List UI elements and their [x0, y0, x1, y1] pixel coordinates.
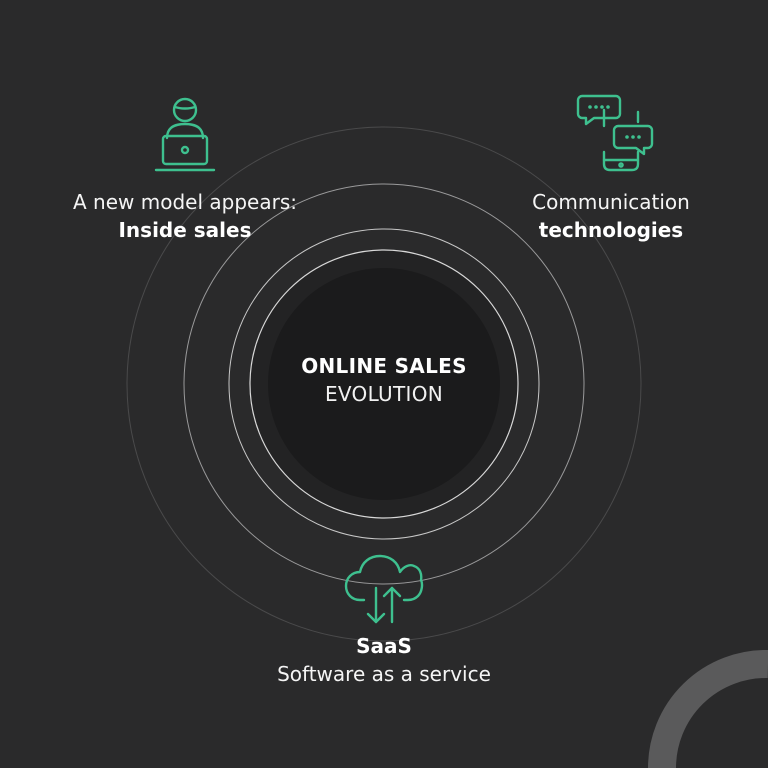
item-communication-line1: Communication — [532, 190, 690, 214]
center-label: ONLINE SALES EVOLUTION — [234, 352, 534, 408]
item-communication-line2: technologies — [538, 218, 684, 242]
item-saas-line1: SaaS — [356, 634, 412, 658]
center-title: ONLINE SALES — [301, 354, 467, 378]
center-subtitle: EVOLUTION — [324, 382, 443, 406]
outer-ring — [126, 126, 642, 642]
person-laptop-icon — [154, 97, 216, 172]
item-communication: Communication technologies — [480, 188, 742, 244]
smartphone-chat-icon — [576, 94, 654, 172]
item-inside-sales: A new model appears: Inside sales — [30, 188, 340, 244]
item-inside-sales-line1: A new model appears: — [73, 190, 297, 214]
corner-arc-decoration — [648, 650, 768, 768]
item-saas: SaaS Software as a service — [234, 632, 534, 688]
core-disc — [268, 268, 500, 500]
inner-ring — [228, 228, 540, 540]
item-inside-sales-line2: Inside sales — [118, 218, 252, 242]
cloud-sync-icon — [344, 554, 424, 624]
item-saas-line2: Software as a service — [277, 662, 491, 686]
middle-ring — [183, 183, 585, 585]
